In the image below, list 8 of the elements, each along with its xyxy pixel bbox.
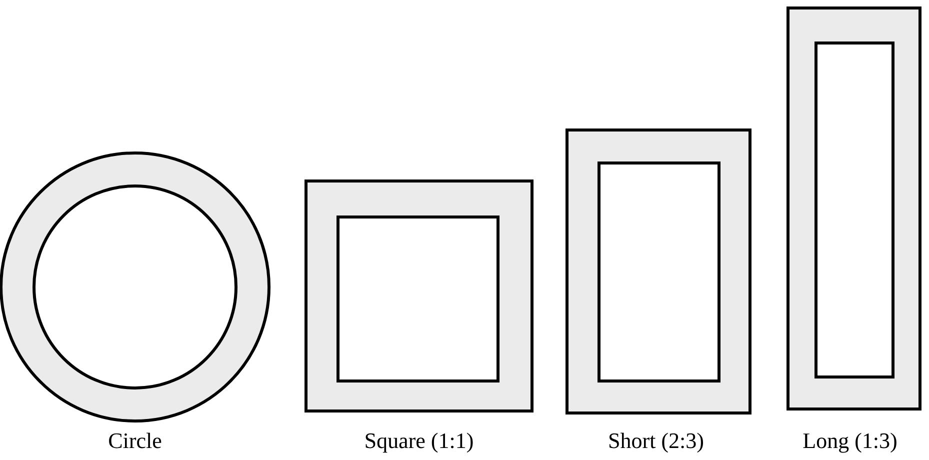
shape-label: Square (1:1) [366,432,473,453]
frame-drawing [566,128,752,414]
frame-drawing [786,6,922,410]
shape-label: Long (1:3) [803,432,896,453]
shape-label: Circle [109,432,162,448]
shape-label: Short (2:3) [610,432,704,453]
frame-drawing [304,180,534,412]
ring-drawing [0,152,270,422]
